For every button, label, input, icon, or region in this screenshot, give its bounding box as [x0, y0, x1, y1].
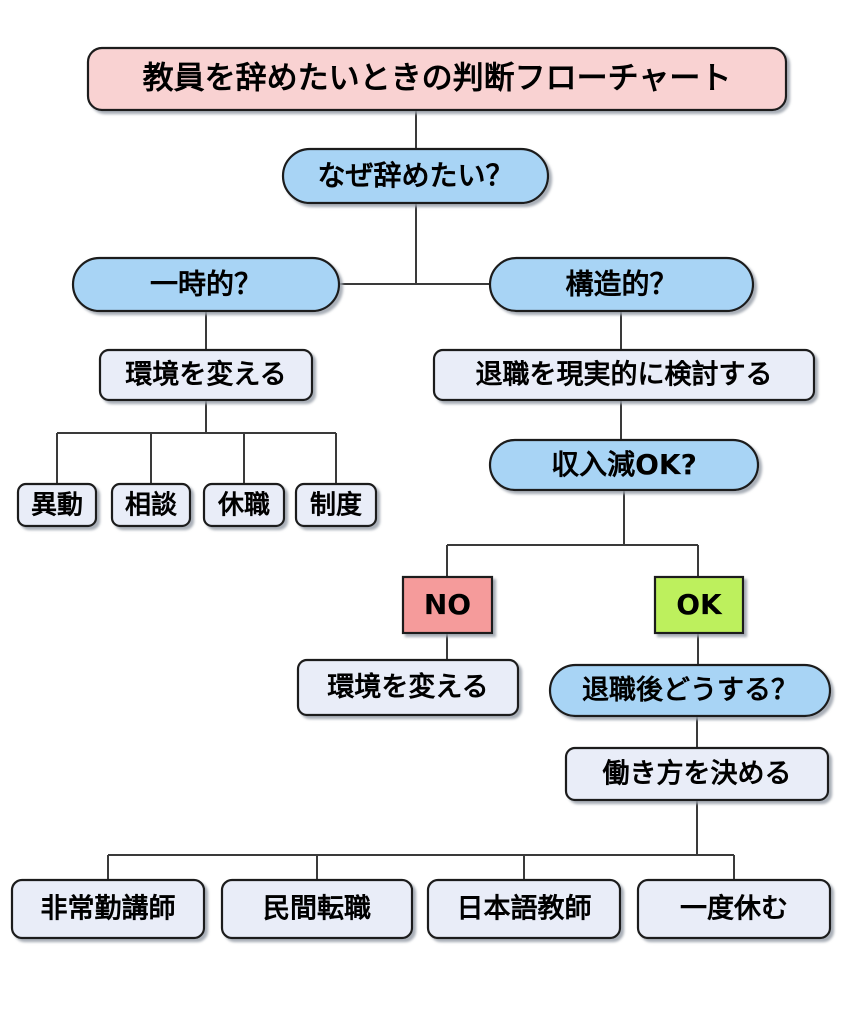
- page-title[interactable]: 教員を辞めたいときの判断フローチャート: [86, 46, 788, 112]
- node-shape-rounded: [564, 746, 830, 802]
- node-decide[interactable]: 働き方を決める: [564, 746, 830, 802]
- node-system[interactable]: 制度: [294, 482, 378, 528]
- node-shape-rounded: [294, 482, 378, 528]
- node-label: 働き方を決める: [603, 758, 792, 790]
- node-shape-pill: [71, 256, 341, 313]
- node-label: 環境を変える: [327, 671, 488, 703]
- node-jp-teacher[interactable]: 日本語教師: [426, 878, 622, 940]
- node-temporary[interactable]: 一時的？: [71, 256, 341, 313]
- node-label: 制度: [310, 490, 362, 521]
- node-shape-rounded: [636, 878, 832, 940]
- node-shape-rounded: [220, 878, 414, 940]
- node-shape-rect: [401, 575, 494, 635]
- node-shape-rounded: [86, 46, 788, 112]
- node-label: 一時的？: [150, 268, 262, 301]
- node-label: 非常勤講師: [41, 893, 176, 925]
- node-label: 一度休む: [680, 893, 788, 925]
- node-label: 収入減OK?: [551, 448, 697, 481]
- node-label: 構造的？: [565, 268, 677, 301]
- node-label: 相談: [125, 490, 178, 521]
- node-shape-rounded: [110, 482, 192, 528]
- node-shape-rounded: [10, 878, 206, 940]
- node-shape-pill: [488, 256, 755, 313]
- node-shape-rounded: [16, 482, 98, 528]
- node-shape-rounded: [296, 658, 520, 717]
- node-label: 休職: [217, 491, 270, 521]
- node-label: NO: [424, 588, 471, 621]
- node-part-time[interactable]: 非常勤講師: [10, 878, 206, 940]
- node-shape-rounded: [202, 482, 286, 528]
- node-consult[interactable]: 相談: [110, 482, 192, 528]
- node-label: 教員を辞めたいときの判断フローチャート: [143, 61, 732, 97]
- node-label: なぜ辞めたい？: [317, 159, 513, 192]
- node-leave[interactable]: 休職: [202, 482, 286, 528]
- node-shape-rounded: [98, 348, 314, 402]
- node-private[interactable]: 民間転職: [220, 878, 414, 940]
- node-consider[interactable]: 退職を現実的に検討する: [432, 348, 816, 402]
- node-shape-pill: [281, 147, 550, 205]
- node-why[interactable]: なぜ辞めたい？: [281, 147, 550, 205]
- node-transfer[interactable]: 異動: [16, 482, 98, 528]
- node-shape-rect: [653, 575, 745, 635]
- node-income-ok[interactable]: 収入減OK?: [488, 438, 760, 492]
- node-shape-pill: [548, 663, 832, 718]
- node-label: OK: [676, 588, 723, 621]
- node-shape-rounded: [432, 348, 816, 402]
- node-rest[interactable]: 一度休む: [636, 878, 832, 940]
- node-shape-pill: [488, 438, 760, 492]
- node-change-env-2[interactable]: 環境を変える: [296, 658, 520, 717]
- node-change-env-1[interactable]: 環境を変える: [98, 348, 314, 402]
- node-label: 異動: [31, 491, 83, 521]
- node-ok[interactable]: OK: [653, 575, 745, 635]
- node-structural[interactable]: 構造的？: [488, 256, 755, 313]
- node-label: 退職後どうする？: [582, 675, 798, 706]
- node-no[interactable]: NO: [401, 575, 494, 635]
- edges-layer: [56, 110, 735, 880]
- node-after[interactable]: 退職後どうする？: [548, 663, 832, 718]
- node-label: 退職を現実的に検討する: [476, 359, 773, 391]
- node-label: 環境を変える: [125, 359, 286, 391]
- node-label: 民間転職: [263, 894, 371, 925]
- node-shape-rounded: [426, 878, 622, 940]
- node-label: 日本語教師: [457, 893, 592, 925]
